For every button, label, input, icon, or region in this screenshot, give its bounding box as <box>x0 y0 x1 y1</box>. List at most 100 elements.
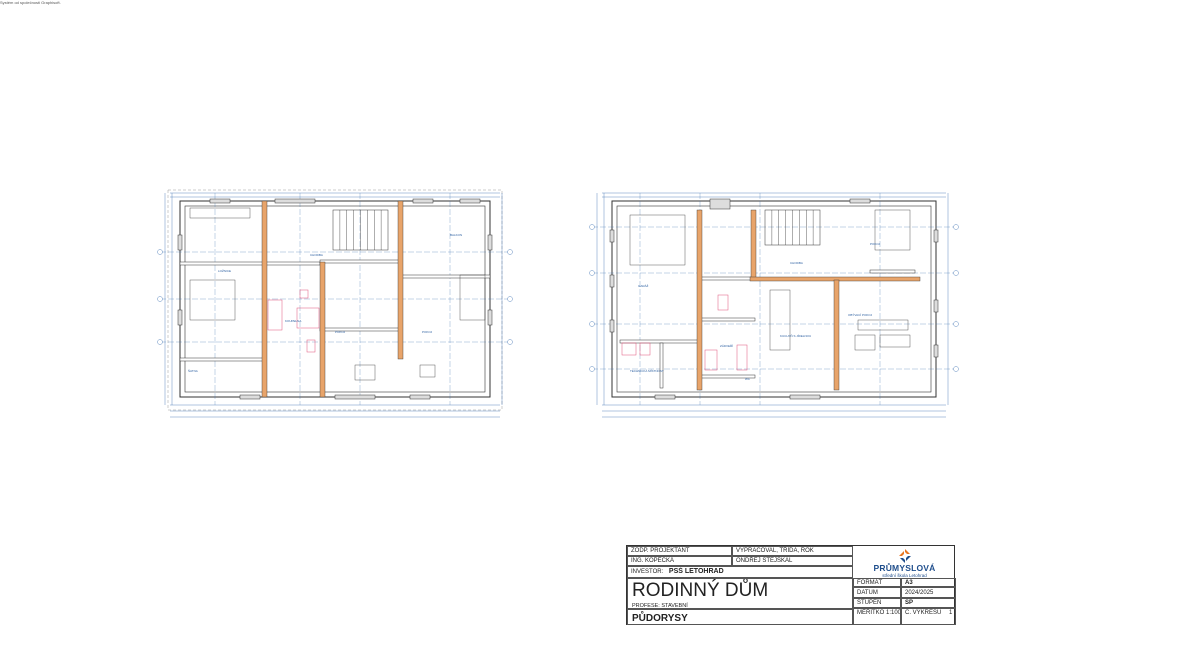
window <box>487 234 493 251</box>
logo-subtitle: střední škola Letohrad <box>882 573 927 578</box>
interior-wall <box>659 342 664 389</box>
window <box>177 309 183 326</box>
project-title: RODINNÝ DŮM <box>632 580 769 601</box>
axis-marker <box>157 339 163 345</box>
axis-marker <box>953 224 959 230</box>
furniture <box>769 289 791 351</box>
outer-wall-inner <box>616 205 932 393</box>
format-label: FORMÁT <box>853 578 901 587</box>
window <box>334 394 376 400</box>
format-value: A3 <box>901 578 956 587</box>
sanitary-fixture <box>306 339 316 353</box>
room-label: BALKON <box>450 233 462 237</box>
interior-wall <box>699 317 756 322</box>
window <box>849 198 871 204</box>
room-label: CHODBA <box>790 261 803 265</box>
axis-marker <box>589 366 595 372</box>
window <box>409 394 431 400</box>
room-label: LOŽNICE <box>218 268 231 273</box>
room-label: WC <box>745 377 751 381</box>
furniture <box>874 209 911 251</box>
window <box>239 394 261 400</box>
insulated-wall <box>319 261 326 398</box>
interior-wall <box>699 276 756 281</box>
interior-wall <box>179 357 266 362</box>
stupen-value: SP <box>901 598 956 608</box>
window <box>609 229 615 243</box>
window <box>487 309 493 326</box>
vypracoval-value: ONDŘEJ STEJSKAL <box>732 556 853 566</box>
window <box>177 234 183 251</box>
insulated-wall <box>696 209 703 391</box>
investor-value: PSŠ LETOHRAD <box>668 568 724 575</box>
insulated-wall <box>750 209 757 281</box>
meritko: MĚŘÍTKO 1:100 <box>853 608 901 625</box>
interior-wall <box>319 327 401 332</box>
sanitary-fixture <box>621 342 637 356</box>
insulated-wall <box>261 200 268 398</box>
furniture <box>459 274 486 321</box>
axis-marker <box>157 296 163 302</box>
room-label: ŠATNA <box>188 368 198 373</box>
room-label: POKOJ <box>422 330 433 334</box>
investor-label: INVESTOR: <box>631 569 664 575</box>
insulated-wall <box>833 279 840 391</box>
logo-name: PRŮMYSLOVÁ <box>873 563 936 573</box>
room-label: POKOJ <box>335 330 346 334</box>
interior-wall <box>869 269 916 274</box>
axis-marker <box>953 366 959 372</box>
outer-wall <box>611 200 937 398</box>
interior-wall <box>619 339 701 344</box>
sanitary-fixture <box>736 344 748 371</box>
room-label: KOUPELNA <box>285 319 301 323</box>
room-label: ZÁDVEŘÍ <box>720 343 733 348</box>
datum-value: 2024/2025 <box>901 587 956 598</box>
furniture <box>854 334 876 351</box>
plan-border <box>167 189 503 411</box>
furniture <box>354 364 376 381</box>
furniture <box>629 214 686 266</box>
axis-marker <box>589 224 595 230</box>
window <box>933 229 939 243</box>
insulated-wall <box>397 200 404 360</box>
room-label: OBÝVACÍ POKOJ <box>848 313 873 317</box>
furniture <box>189 207 251 219</box>
sanitary-fixture <box>296 307 320 329</box>
furniture <box>857 319 909 331</box>
axis-marker <box>507 249 513 255</box>
sanitary-fixture <box>704 349 718 371</box>
room-label: POKOJ <box>870 242 881 246</box>
vypracoval-label: VYPRACOVAL, TŘÍDA, ROK <box>732 546 853 556</box>
profese: PROFESE: STAVEBNÍ <box>632 603 688 609</box>
sanitary-fixture <box>717 294 729 311</box>
window <box>412 198 434 204</box>
stupen-label: STUPEŇ <box>853 598 901 608</box>
datum-label: DATUM <box>853 587 901 598</box>
window <box>933 299 939 313</box>
room-label: TECHNICKÁ MÍSTNOST <box>630 369 664 373</box>
furniture <box>879 334 911 348</box>
axis-marker <box>507 339 513 345</box>
axis-marker <box>589 270 595 276</box>
furniture <box>189 279 236 321</box>
title-block: ZODP. PROJEKTANT VYPRACOVAL, TŘÍDA, ROK … <box>626 545 956 625</box>
sanitary-fixture <box>299 289 309 299</box>
school-logo: PRŮMYSLOVÁ střední škola Letohrad <box>853 546 956 578</box>
axis-marker <box>953 270 959 276</box>
logo-mark-icon <box>899 549 911 563</box>
interior-wall <box>399 274 491 279</box>
window <box>609 319 615 333</box>
window <box>709 198 731 210</box>
window <box>654 394 676 400</box>
drawing-name: PŮDORYSY <box>627 609 853 625</box>
cislo-vykresu-value: 1 <box>949 610 953 616</box>
window <box>789 394 821 400</box>
software-credit: Systém od společnosti Graphisoft. <box>0 0 61 5</box>
cislo-vykresu-label: Č. VÝKRESU <box>905 610 942 616</box>
axis-marker <box>157 249 163 255</box>
zodp-projektant-value: ING. KOPECKÁ <box>627 556 732 566</box>
zodp-projektant-label: ZODP. PROJEKTANT <box>627 546 732 556</box>
